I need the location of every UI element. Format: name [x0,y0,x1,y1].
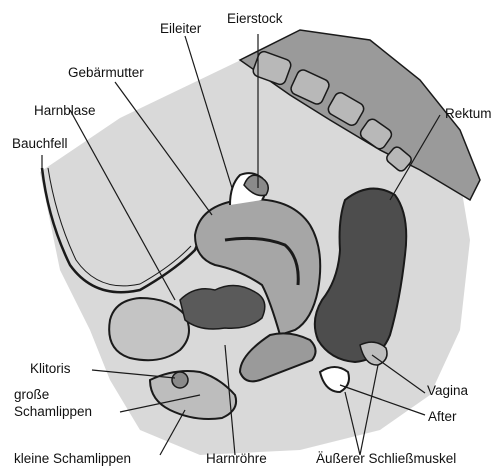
label-gebaermutter: Gebärmutter [68,66,144,80]
label-schliessmuskel: Äußerer Schließmuskel [316,452,456,466]
bladder [109,298,189,360]
bladder-folds [180,285,265,329]
label-after: After [428,410,457,424]
label-eileiter: Eileiter [160,22,201,36]
label-klitoris: Klitoris [30,362,71,376]
label-harnroehre: Harnröhre [206,452,267,466]
label-kleine: kleine Schamlippen [14,452,131,466]
label-grosse-2: Schamlippen [14,405,92,419]
label-vagina: Vagina [427,384,468,398]
clitoris-shape [172,372,188,388]
label-bauchfell: Bauchfell [12,137,68,151]
label-eierstock: Eierstock [227,12,283,26]
label-grosse-1: große [14,388,49,402]
label-rektum: Rektum [445,107,492,121]
label-harnblase: Harnblase [34,104,96,118]
